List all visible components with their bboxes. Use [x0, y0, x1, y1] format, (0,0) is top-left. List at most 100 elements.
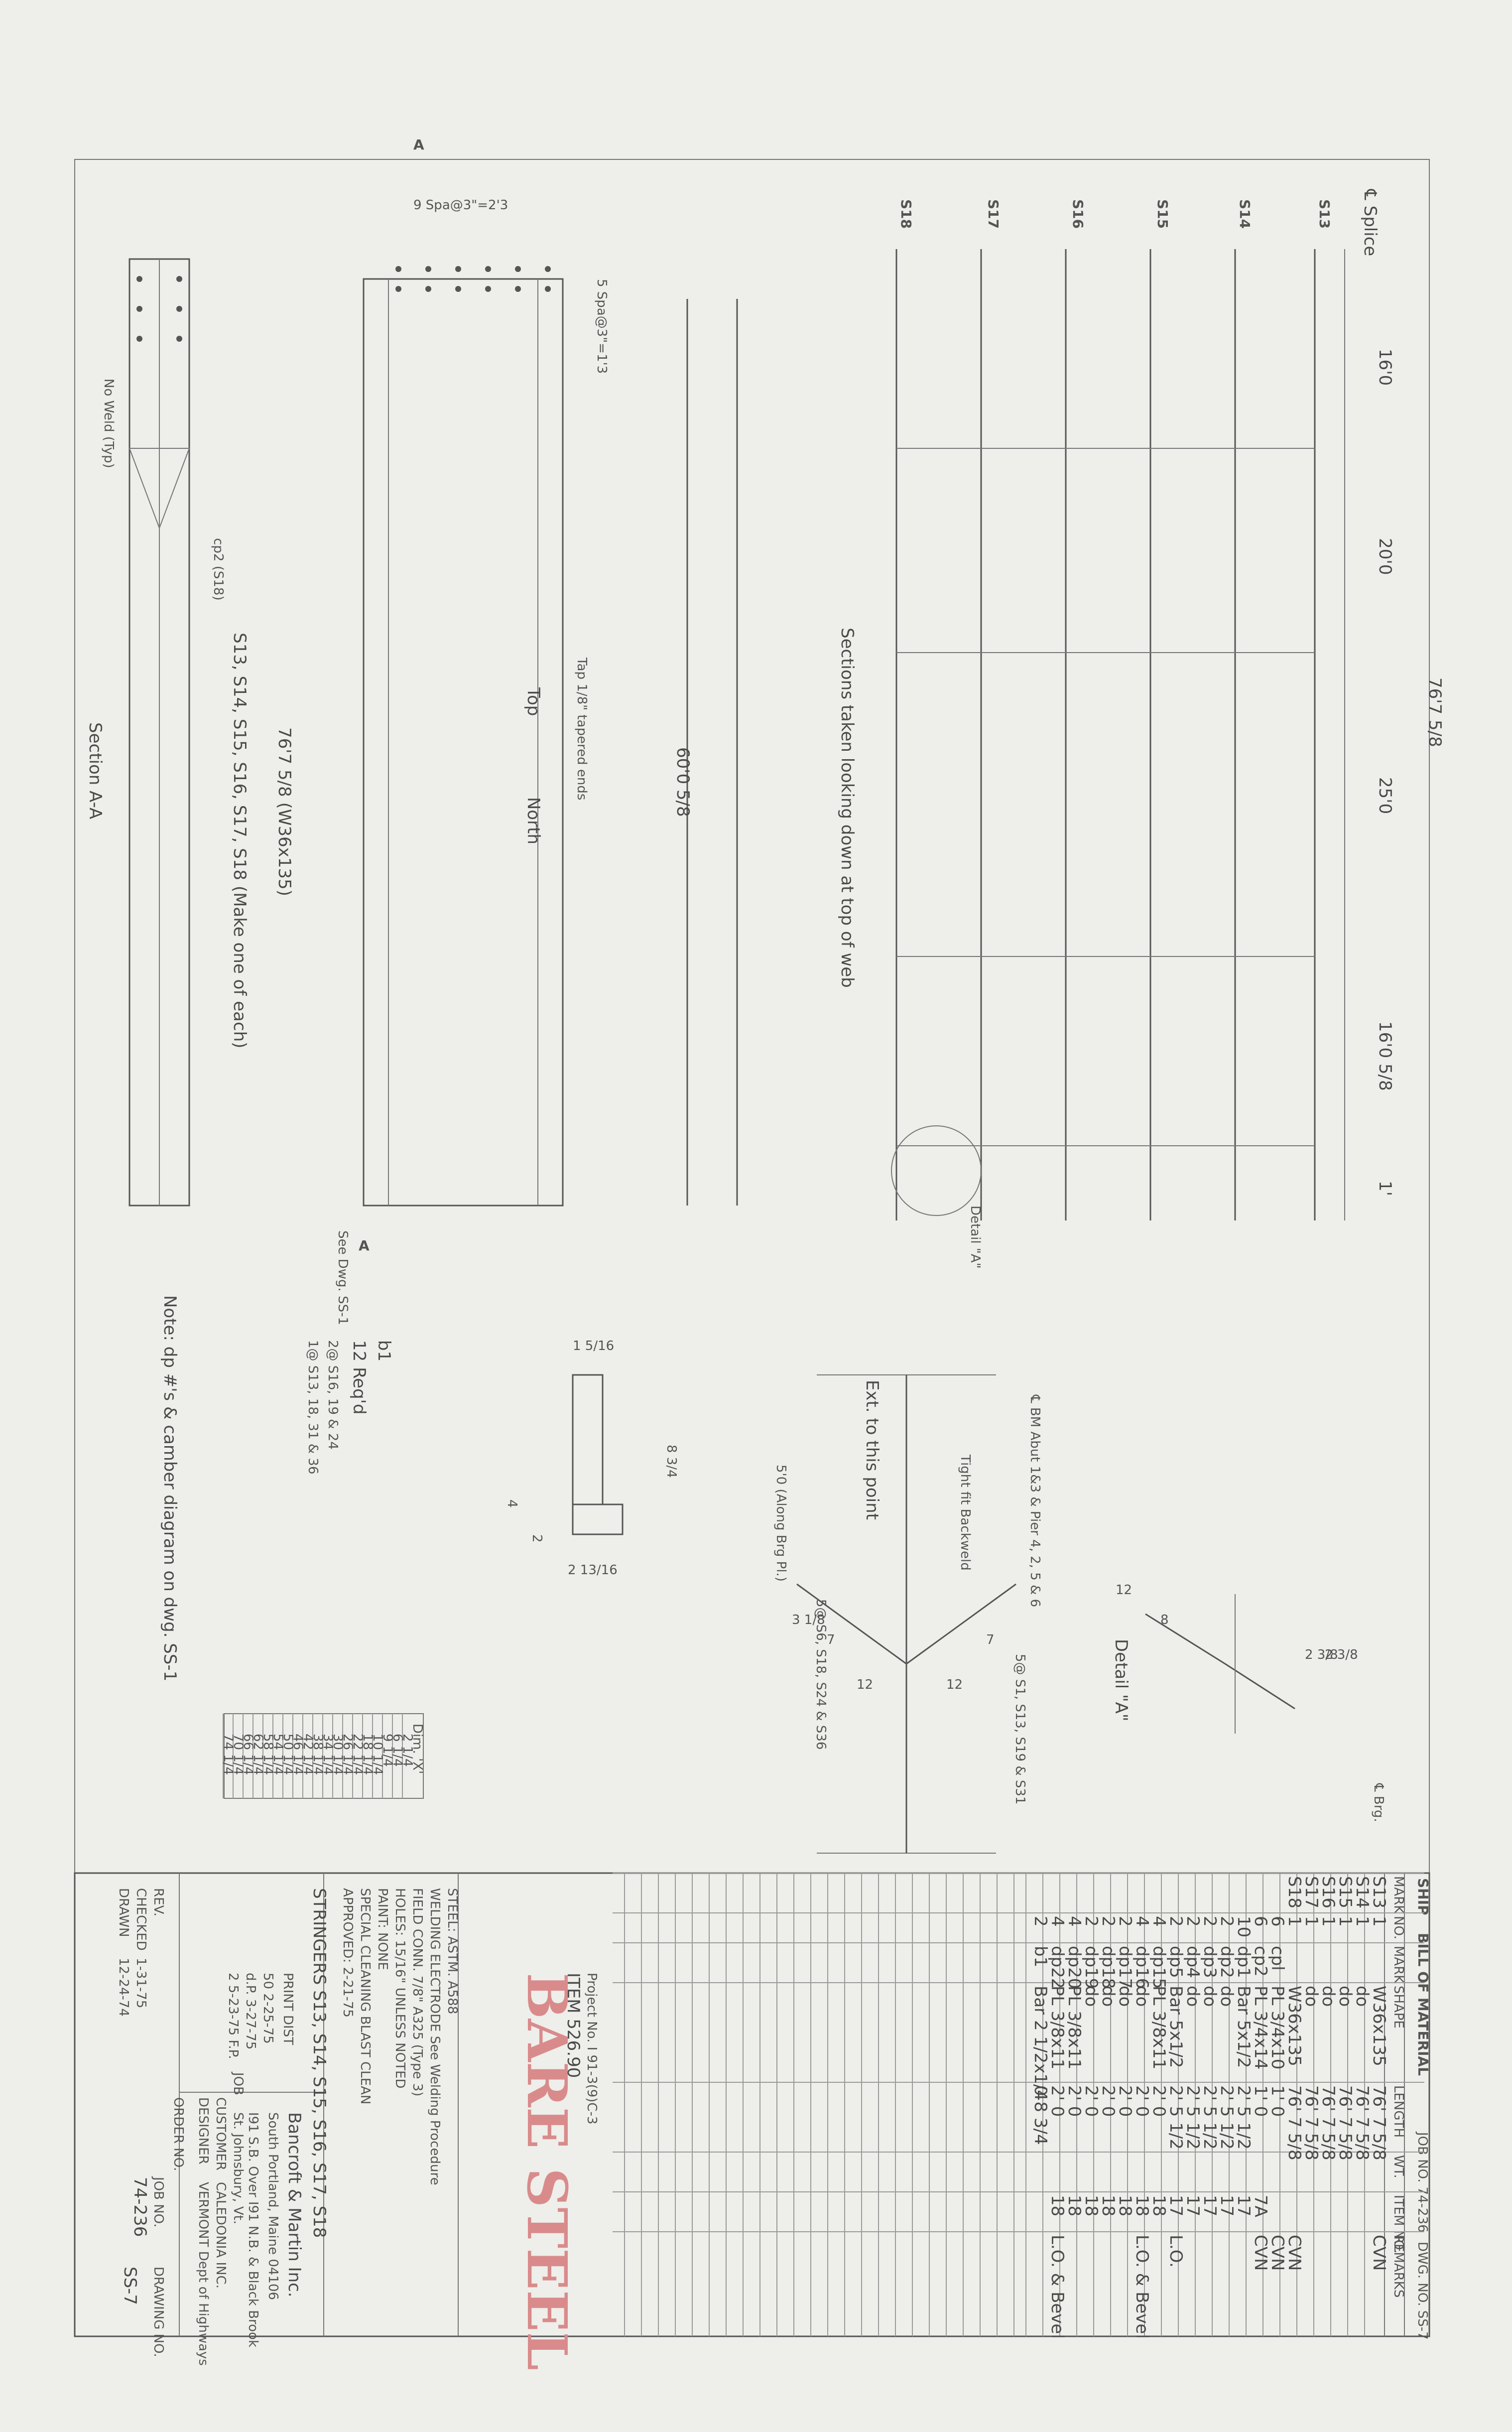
bom-header: MARK — [1391, 1876, 1406, 1914]
bom-cell: W36x135 — [1284, 1986, 1304, 2066]
bom-cell: 2 — [1217, 1916, 1237, 1927]
print-dist-row: 50 2-25-75 — [260, 1973, 275, 2044]
bom-cell: do — [1115, 1986, 1135, 2007]
bevel-dim: 8 — [1160, 1613, 1169, 1627]
bom-cell: cp2 — [1251, 1946, 1270, 1977]
b1-dim: 8 3/4 — [664, 1445, 679, 1478]
job-desc: I91 S.B. Over I91 N.B. & Black Brook — [246, 2112, 260, 2347]
dim-x-value: 74 1/4 — [221, 1734, 236, 1775]
bearing-note: ℄ Brg. — [1371, 1783, 1386, 1822]
bare-steel-stamp: BARE STEEL — [515, 1973, 579, 2370]
bom-cell: 2' 0 — [1149, 2085, 1169, 2117]
elevation-length: 60'0 5/8 — [673, 747, 693, 817]
dim-x-value: 54 1/4 — [270, 1734, 285, 1775]
bom-ship-label: SHIP — [1415, 1878, 1431, 1915]
print-dist-row: d.P. 3-27-75 — [243, 1973, 258, 2049]
title-block: STRINGERS S13, S14, S15, S16, S17, S18 P… — [116, 1873, 329, 2366]
bom-cell: 2 — [1115, 1916, 1135, 1927]
stringer-label: S13 — [1316, 199, 1333, 229]
section-cut-a: A — [413, 136, 424, 153]
note-approved: APPROVED: 2-21-75 — [340, 1888, 355, 2018]
section-no-weld-note: No Weld (Typ) — [101, 379, 116, 468]
bom-cell: S15 — [1335, 1876, 1355, 1908]
bom-cell: S17 — [1301, 1876, 1321, 1908]
rev-label: REV. — [151, 1888, 166, 1916]
bom-cell: 76' 7 5/8 — [1335, 2085, 1355, 2161]
dim-x-value: 46 1/4 — [290, 1734, 305, 1775]
bom-cell: 2 — [1098, 1916, 1118, 1927]
bom-cell: 4 — [1047, 1916, 1067, 1927]
detail-a-ext: Ext. to this point — [862, 1380, 882, 1520]
bom-cell: 2' 0 — [1098, 2085, 1118, 2117]
plan-dim: 1' — [1375, 1181, 1395, 1196]
bom-header: ITEM NO. — [1391, 2195, 1406, 2254]
stringer-label: S17 — [985, 199, 1002, 229]
bom-cell: do — [1335, 1986, 1355, 2007]
dim-x-value: 42 1/4 — [300, 1734, 315, 1775]
bom-cell: S13 — [1369, 1876, 1389, 1908]
dim-x-value: 26 1/4 — [340, 1734, 355, 1775]
bom-cell: 4 — [1132, 1916, 1152, 1927]
bom-header: NO. — [1391, 1916, 1406, 1939]
bom-cell: dp3 — [1200, 1946, 1220, 1978]
title-stringers: STRINGERS S13, S14, S15, S16, S17, S18 — [309, 1888, 329, 2238]
b1-dim: 4 — [504, 1499, 519, 1508]
bom-cell: do — [1183, 1986, 1203, 2007]
company-city: South Portland, Maine 04106 — [265, 2112, 280, 2300]
bom-cell: 2 — [1200, 1916, 1220, 1927]
bom-cell: CVN — [1284, 2235, 1304, 2271]
bom-cell: Bar 5x1/2 — [1234, 1986, 1254, 2068]
designer-label: DESIGNER — [196, 2097, 211, 2164]
dim-x-table: Dim. 'X'2 1/46 1/49 1/410 1/418 1/422 1/… — [221, 1713, 425, 1799]
bom-cell: do — [1352, 1986, 1372, 2007]
dim-x-value: 62 1/4 — [251, 1734, 265, 1775]
elevation-overall: 76'7 5/8 (W36x135) — [274, 727, 294, 896]
b1-title: b1 — [374, 1340, 394, 1361]
bom-cell: 1' 0 — [1251, 2085, 1270, 2117]
section-cp-label: cp2 (S18) — [211, 538, 226, 600]
bom-cell: dp18 — [1098, 1946, 1118, 1989]
dim-x-value: 10 1/4 — [370, 1734, 385, 1775]
section-cut-a: A — [359, 1237, 370, 1254]
dim-x-value: 38 1/4 — [310, 1734, 325, 1775]
bom-cell: PL 3/8x11 — [1047, 1986, 1067, 2069]
bom-cell: do — [1217, 1986, 1237, 2007]
b1-dim: 1 5/16 — [573, 1339, 614, 1353]
bom-cell: PL 3/8x11 — [1149, 1986, 1169, 2069]
bom-cell: 2' 5 1/2 — [1217, 2085, 1237, 2150]
detail-b1: 1 5/16 8 3/4 4 2 2 13/16 b1 12 Req'd 2@ … — [160, 1295, 679, 1681]
splice-centerline: ℄ Splice — [1360, 189, 1380, 256]
bom-cell: dp20 — [1064, 1946, 1084, 1989]
bom-cell: dp5 — [1166, 1946, 1186, 1978]
bom-cell: 2' 5 1/2 — [1166, 2085, 1186, 2150]
notes-block: STEEL: ASTM. A588 WELDING ELECTRODE See … — [340, 1873, 460, 2336]
dim-x-value: 22 1/4 — [350, 1734, 365, 1775]
bom-cell: 2 — [1166, 1916, 1186, 1927]
dim-x-value: 58 1/4 — [260, 1734, 275, 1775]
bom-cell: 17 — [1183, 2195, 1203, 2216]
bom-cell: PL 3/4x10 — [1267, 1986, 1287, 2069]
bom-cell: 2 — [1183, 1916, 1203, 1927]
bom-cell: 2' 0 — [1132, 2085, 1152, 2117]
bom-cell: 1 — [1301, 1916, 1321, 1927]
bom-cell: dp1 — [1234, 1946, 1254, 1978]
bom-cell: do — [1081, 1986, 1101, 2007]
plan-dim: 16'0 — [1375, 349, 1395, 386]
bom-cell: 1' 0 — [1267, 2085, 1287, 2117]
bom-cell: 2' 5 1/2 — [1234, 2085, 1254, 2150]
detail-a-dim: 7 — [827, 1632, 835, 1647]
detail-a-dim: 12 — [946, 1677, 963, 1692]
drawn-label: DRAWN — [116, 1888, 131, 1937]
bottom-note: Note: dp #'s & camber diagram on dwg. SS… — [160, 1295, 180, 1681]
bom-cell: 18 — [1081, 2195, 1101, 2216]
b1-req: 12 Req'd — [349, 1340, 369, 1415]
plan-note: Sections taken looking down at top of we… — [837, 628, 857, 988]
bom-cell: 2' 0 — [1064, 2085, 1084, 2117]
drawing-no-value: SS-7 — [120, 2267, 140, 2305]
abut-note: ℄ BM Abut 1&3 & Pier 4, 2, 5 & 6 — [1027, 1394, 1042, 1607]
bom-cell: 1 — [1335, 1916, 1355, 1927]
bom-cell: do — [1318, 1986, 1338, 2007]
bom-cell: do — [1200, 1986, 1220, 2007]
